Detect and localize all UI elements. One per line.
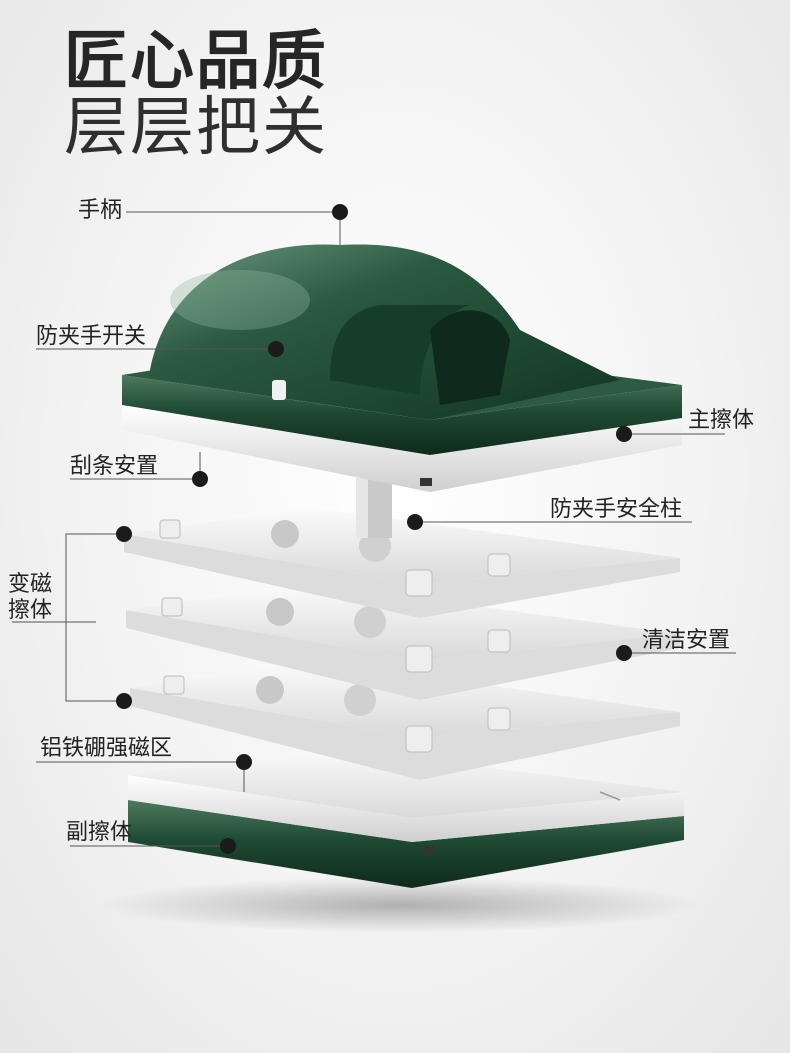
ground-shadow <box>100 877 700 933</box>
dot-anti-pinch-switch <box>268 341 284 357</box>
label-anti-pinch-pillar: 防夹手安全柱 <box>550 497 683 522</box>
dot-secondary-wiper <box>220 838 236 854</box>
label-handle: 手柄 <box>78 198 123 223</box>
dot-cleaning-slot <box>616 645 632 661</box>
dot-ndfeb-zone <box>236 754 252 770</box>
leader-variable-magnetic-bracket <box>65 533 124 702</box>
dot-magnetic-top <box>116 526 132 542</box>
label-variable-magnetic-line2: 擦体 <box>8 598 53 623</box>
label-scraper-slot: 刮条安置 <box>70 454 159 479</box>
label-main-wiper: 主擦体 <box>688 408 755 433</box>
label-secondary-wiper: 副擦体 <box>66 820 133 845</box>
headline-line-1: 匠心品质 <box>64 25 328 99</box>
label-ndfeb-zone: 铝铁硼强磁区 <box>40 736 173 761</box>
magnetic-plate-top <box>124 508 680 618</box>
callout-dots <box>116 204 632 854</box>
label-variable-magnetic-line1: 变磁 <box>8 572 53 597</box>
secondary-wiper-body <box>128 748 684 888</box>
headline-line-2: 层层把关 <box>64 91 328 165</box>
magnetic-plate-middle <box>126 584 680 700</box>
dot-magnetic-bottom <box>116 693 132 709</box>
anti-pinch-pillar <box>356 478 392 538</box>
dot-handle <box>332 204 348 220</box>
label-cleaning-slot: 清洁安置 <box>642 628 731 653</box>
magnetic-plate-bottom <box>130 662 680 780</box>
label-anti-pinch-switch: 防夹手开关 <box>36 324 147 349</box>
dot-main-wiper <box>616 426 632 442</box>
dot-scraper-slot <box>192 471 208 487</box>
dot-anti-pinch-pillar <box>407 514 423 530</box>
leader-handle <box>126 211 341 245</box>
handle-dome <box>150 244 620 420</box>
